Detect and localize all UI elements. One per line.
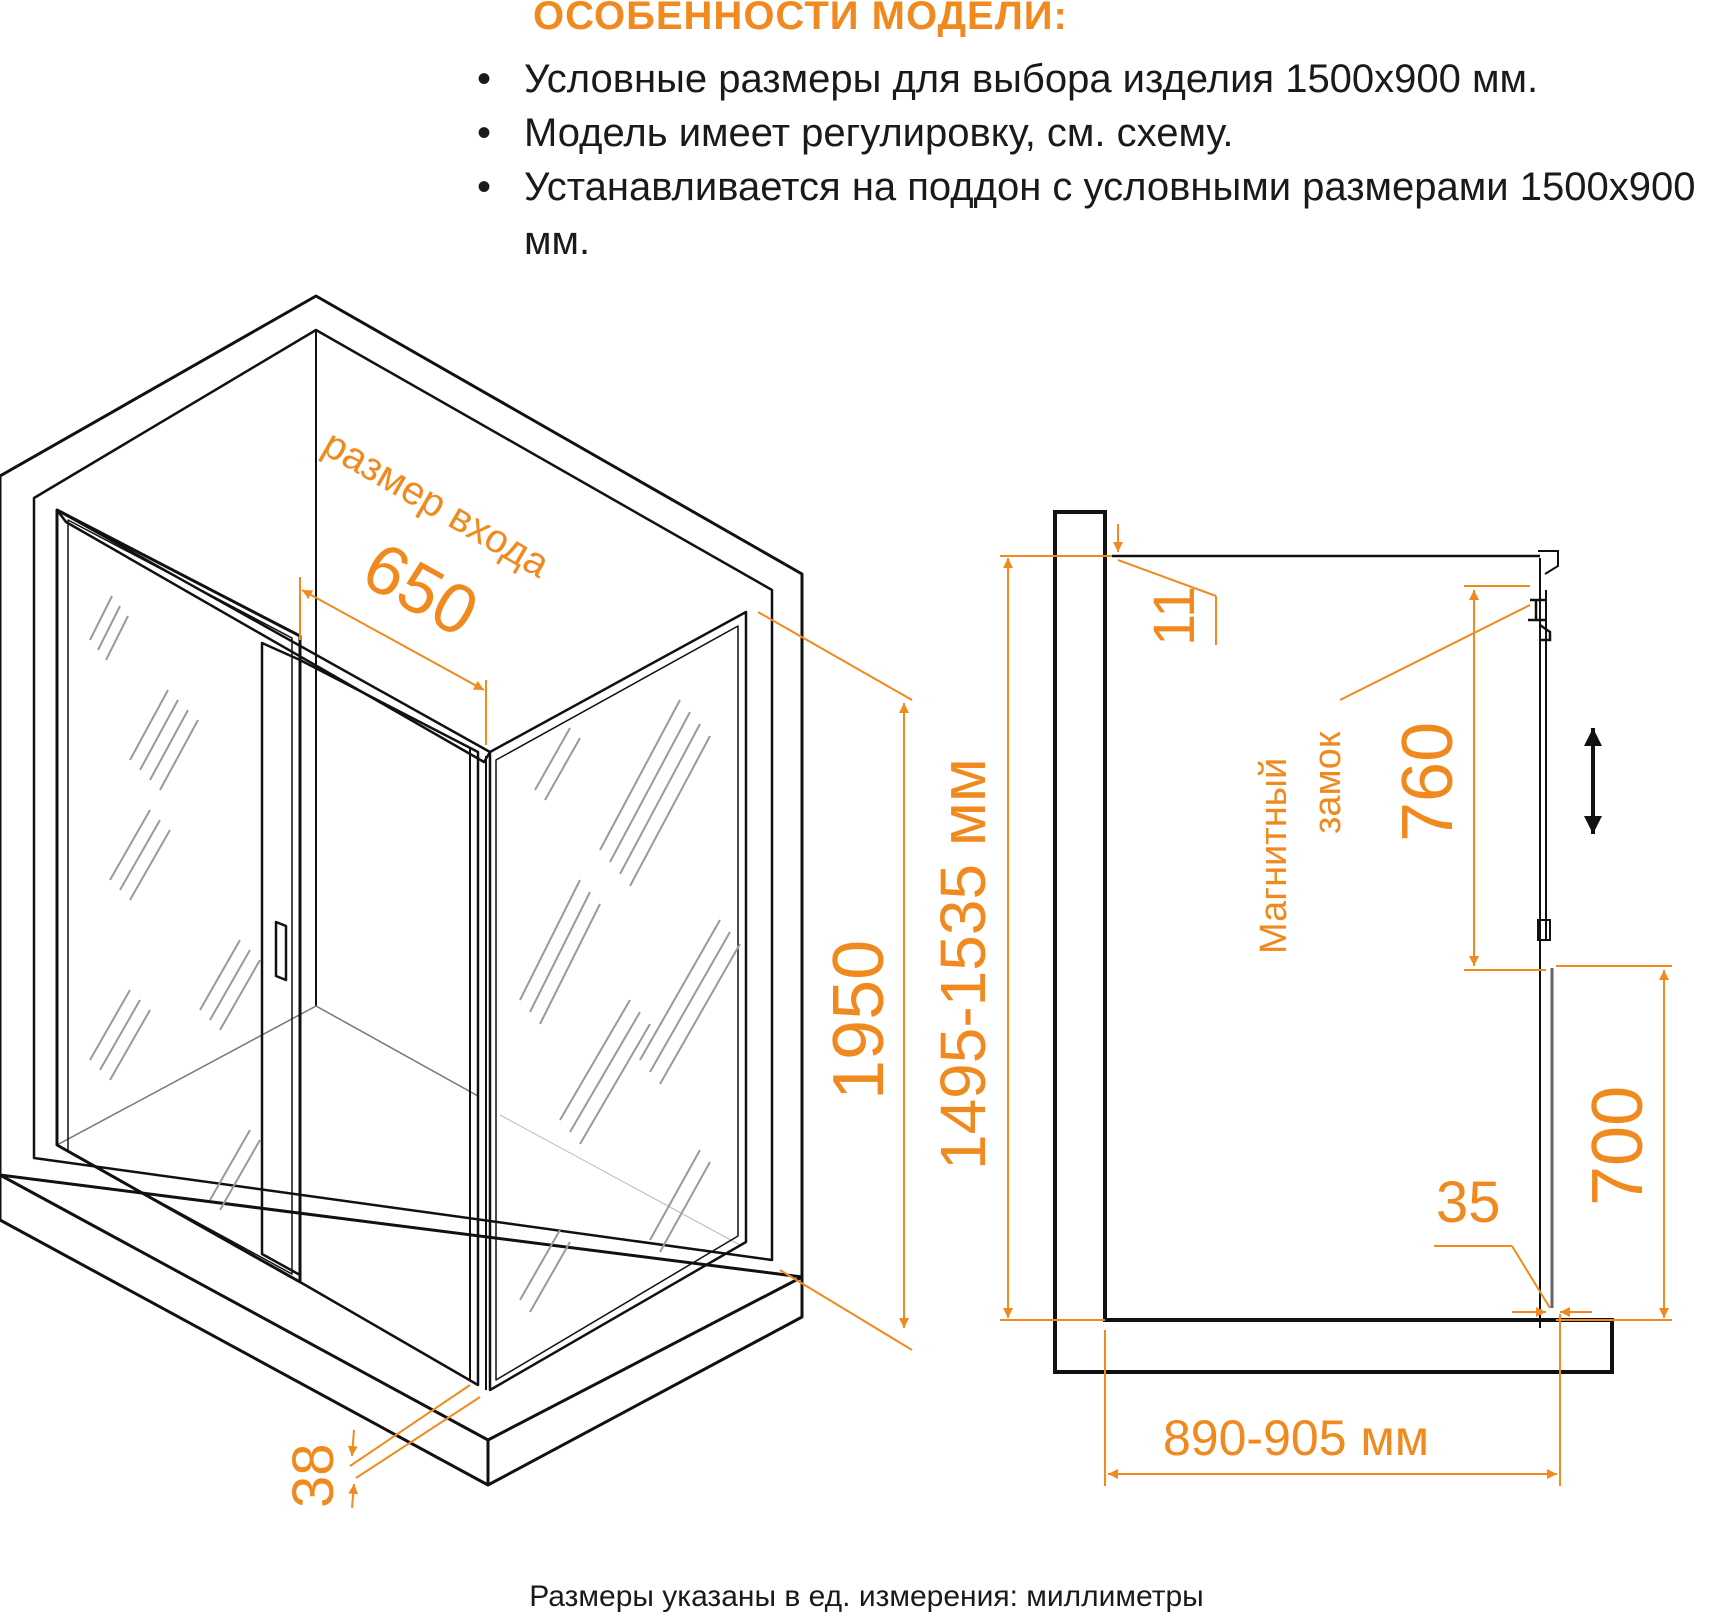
top-profile-end [1538, 550, 1559, 575]
wall-section [1053, 510, 1614, 1374]
height-ext-bottom [779, 1269, 913, 1351]
feature-item: • Условные размеры для выбора изделия 150… [470, 52, 1732, 106]
glass-hatch [89, 595, 741, 1313]
bullet-icon: • [476, 57, 491, 101]
units-note: Размеры указаны в ед. измерения: миллиме… [529, 1580, 1204, 1613]
thickness-arrow-1 [347, 1429, 358, 1457]
sliding-door [260, 641, 302, 1277]
side-panel-inner [495, 625, 739, 1381]
side-view [1053, 510, 1614, 1374]
entry-dim-line [301, 589, 485, 691]
iso-dimensions [299, 577, 913, 1509]
features-heading: ОСОБЕННОСТИ МОДЕЛИ: [533, 0, 1068, 38]
isometric-view [0, 294, 804, 1487]
bullet-icon: • [476, 165, 491, 209]
width-range-value: 890-905 мм [1163, 1410, 1429, 1466]
thickness-ext-2 [355, 1396, 481, 1479]
magnetic-lock-label-2: замок [1307, 731, 1349, 834]
lower-bracket [1537, 919, 1551, 941]
features-list: • Условные размеры для выбора изделия 150… [470, 52, 1732, 268]
floor-diagonal [499, 1114, 741, 1246]
feature-item: • Модель имеет регулировку, см. схему. [470, 106, 1732, 160]
upper-height-value: 760 [1388, 722, 1468, 842]
side-dimensions [1000, 524, 1672, 1486]
lock-leader [1339, 604, 1531, 701]
bullet-icon: • [476, 111, 491, 155]
floor-back-edge-right [315, 1005, 479, 1097]
thickness-ext-1 [349, 1384, 471, 1467]
adjust-range-value: 1495-1535 мм [927, 758, 999, 1170]
door-glass-panel [298, 658, 480, 1387]
door-handle [274, 920, 288, 982]
gap-leader [1117, 559, 1217, 597]
bottom-gap-value: 35 [1436, 1170, 1501, 1235]
height-ext-top [757, 611, 913, 701]
magnetic-lock-bracket [1528, 598, 1552, 642]
wall-outline [0, 294, 804, 1279]
side-panel [488, 610, 748, 1392]
top-gap-value: 11 [1142, 586, 1207, 646]
thickness-arrow-2 [348, 1483, 359, 1509]
height-value: 1950 [819, 940, 899, 1100]
glass-thickness-value: 38 [281, 1443, 346, 1508]
wall-inner-rim [32, 328, 774, 1262]
feature-text: Устанавливается на поддон с условными ра… [524, 165, 1696, 263]
floor-back-edge-left [56, 1005, 317, 1146]
feature-text: Условные размеры для выбора изделия 1500… [524, 57, 1539, 101]
magnetic-lock-label-1: Магнитный [1253, 758, 1295, 954]
feature-text: Модель имеет регулировку, см. схему. [524, 111, 1234, 155]
lower-height-value: 700 [1578, 1086, 1658, 1206]
gap-bottom-leader-2 [1511, 1245, 1551, 1309]
shower-tray [0, 1173, 804, 1487]
feature-item: • Устанавливается на поддон с условными р… [470, 160, 1732, 268]
